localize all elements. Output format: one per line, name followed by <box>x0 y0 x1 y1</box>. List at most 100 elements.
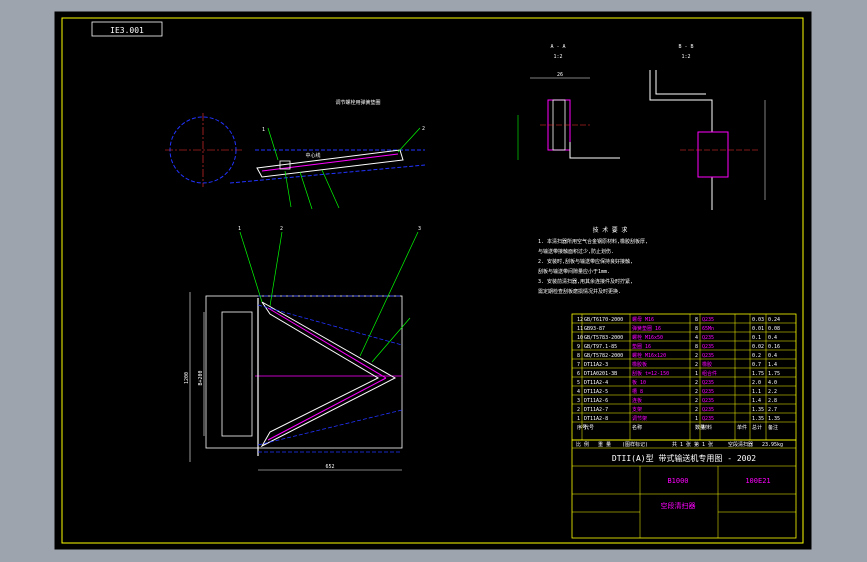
section-b: B - B 1:2 <box>649 44 766 210</box>
parts-cell: GB/T5783-2000 <box>584 335 623 341</box>
parts-cell: 板 10 <box>632 379 646 386</box>
parts-cell: 2 <box>695 353 698 359</box>
parts-cell: 12 <box>577 317 583 323</box>
section-b-angle-inner <box>655 70 706 95</box>
parts-cell: 2 <box>695 398 698 404</box>
scraper-frame <box>256 149 404 178</box>
parts-cell: 4.0 <box>768 380 777 386</box>
parts-cell: 4 <box>695 335 698 341</box>
parts-cell: 0.4 <box>768 335 777 341</box>
parts-cell: 垫圈 16 <box>632 343 651 350</box>
parts-cell: 5 <box>577 380 580 386</box>
plan-view: 1200 B+200 652 1 2 3 <box>184 226 421 471</box>
leader-plan-4 <box>371 317 411 363</box>
leader-side-5 <box>321 169 340 209</box>
title-header-scale: 比 例 <box>576 441 589 448</box>
dim-width: 652 <box>325 464 334 470</box>
side-bracket <box>279 160 291 170</box>
side-view: 调节螺栓用弹簧垫圈 中心线 1 2 <box>165 99 426 210</box>
parts-cell: DT11A2-6 <box>584 398 608 404</box>
parts-cell: 组合件 <box>702 370 717 377</box>
title-block: 比 例 重 量 (图样标记) 共 1 张 第 1 张 空段清扫器 23.95kg… <box>571 439 797 539</box>
side-center-label: 中心线 <box>305 152 320 159</box>
parts-cell: 2 <box>695 389 698 395</box>
scraper-blade <box>261 153 399 172</box>
parts-cell: 8 <box>577 353 580 359</box>
leader-side-2 <box>397 127 421 153</box>
parts-cell: 1.75 <box>768 371 780 377</box>
leader-side-3 <box>284 170 292 208</box>
parts-cell: 2 <box>695 362 698 368</box>
plan-callout-3: 3 <box>418 226 421 232</box>
parts-cell: 10 <box>577 335 583 341</box>
parts-cell: 刮板 t=12-150 <box>632 370 669 377</box>
parts-cell: 65Mn <box>702 326 714 332</box>
parts-header-cell: 备注 <box>768 424 778 431</box>
parts-cell: 2.0 <box>752 380 761 386</box>
title-block-border <box>571 439 797 539</box>
requirement-line: 1. 本清扫器所用空气合金钢原材料,橡胶刮板厚, <box>538 238 648 245</box>
dim-height-inner: B+200 <box>198 370 204 385</box>
parts-cell: Q235 <box>702 335 714 341</box>
dim-height-outer: 1200 <box>184 372 190 384</box>
parts-cell: 0.4 <box>768 353 777 359</box>
parts-cell: DT11A2-3 <box>584 362 608 368</box>
section-a-scale: 1:2 <box>553 54 562 60</box>
series-title: DTII(A)型 带式输送机专用图 - 2002 <box>612 453 756 463</box>
title-header-total: 23.95kg <box>762 442 783 448</box>
parts-cell: Q235 <box>702 353 714 359</box>
section-b-label: B - B <box>678 44 693 50</box>
leader-side-4 <box>299 171 313 210</box>
parts-header-cell: 代号 <box>584 424 594 431</box>
leader-plan-3 <box>359 231 419 357</box>
leader-plan-1 <box>239 231 263 303</box>
plan-callout-2: 2 <box>280 226 283 232</box>
parts-cell: GB93-87 <box>584 326 605 332</box>
hidden-line-1 <box>257 304 403 346</box>
leader-side-1 <box>267 127 279 161</box>
parts-cell: 1.75 <box>752 371 764 377</box>
parts-cell: GB/T5782-2000 <box>584 353 623 359</box>
plan-callout-1: 1 <box>238 226 241 232</box>
section-a-label: A - A <box>550 44 565 50</box>
v-blade-lower <box>267 377 387 441</box>
parts-cell: GB/T97.1-85 <box>584 344 617 350</box>
parts-cell: 8 <box>695 344 698 350</box>
title-tag: IE3.001 <box>110 26 144 35</box>
parts-cell: Q235 <box>702 407 714 413</box>
parts-cell: 0.16 <box>768 344 780 350</box>
parts-cell: 1.35 <box>752 407 764 413</box>
parts-cell: 4 <box>577 389 580 395</box>
drawing-sheet <box>54 11 812 550</box>
side-callout-2: 2 <box>422 126 425 132</box>
parts-cell: 0.24 <box>768 317 780 323</box>
parts-cell: 1 <box>577 416 580 422</box>
parts-cell: 2 <box>695 380 698 386</box>
parts-cell: 8 <box>695 317 698 323</box>
parts-cell: DT11A2-8 <box>584 416 608 422</box>
title-tag-box <box>91 21 163 37</box>
drawing-name: 空段清扫器 <box>661 501 696 510</box>
parts-header-cell: 材料 <box>702 424 712 431</box>
parts-cell: 0.03 <box>752 317 764 323</box>
parts-cell: 1.4 <box>752 398 761 404</box>
requirements-heading: 技 术 要 求 <box>593 226 628 234</box>
parts-cell: 弹簧垫圈 16 <box>632 325 661 332</box>
drawing-number: 100E21 <box>745 477 770 485</box>
parts-cell: 0.08 <box>768 326 780 332</box>
belt-section <box>221 311 253 437</box>
section-a-bracket <box>569 142 620 159</box>
parts-cell: DT11A2-7 <box>584 407 608 413</box>
side-callout-1: 1 <box>262 127 265 133</box>
parts-cell: 7 <box>577 362 580 368</box>
parts-cell: Q235 <box>702 380 714 386</box>
parts-header-cell: 总计 <box>752 424 762 431</box>
parts-cell: 橡胶板 <box>632 361 647 368</box>
section-b-part <box>697 131 729 178</box>
parts-header-cell: 数量 <box>695 424 705 431</box>
v-blade-upper <box>267 307 387 379</box>
hidden-line-2 <box>257 409 403 446</box>
title-header-name: 空段清扫器 <box>728 441 753 448</box>
leader-plan-2 <box>269 231 283 307</box>
